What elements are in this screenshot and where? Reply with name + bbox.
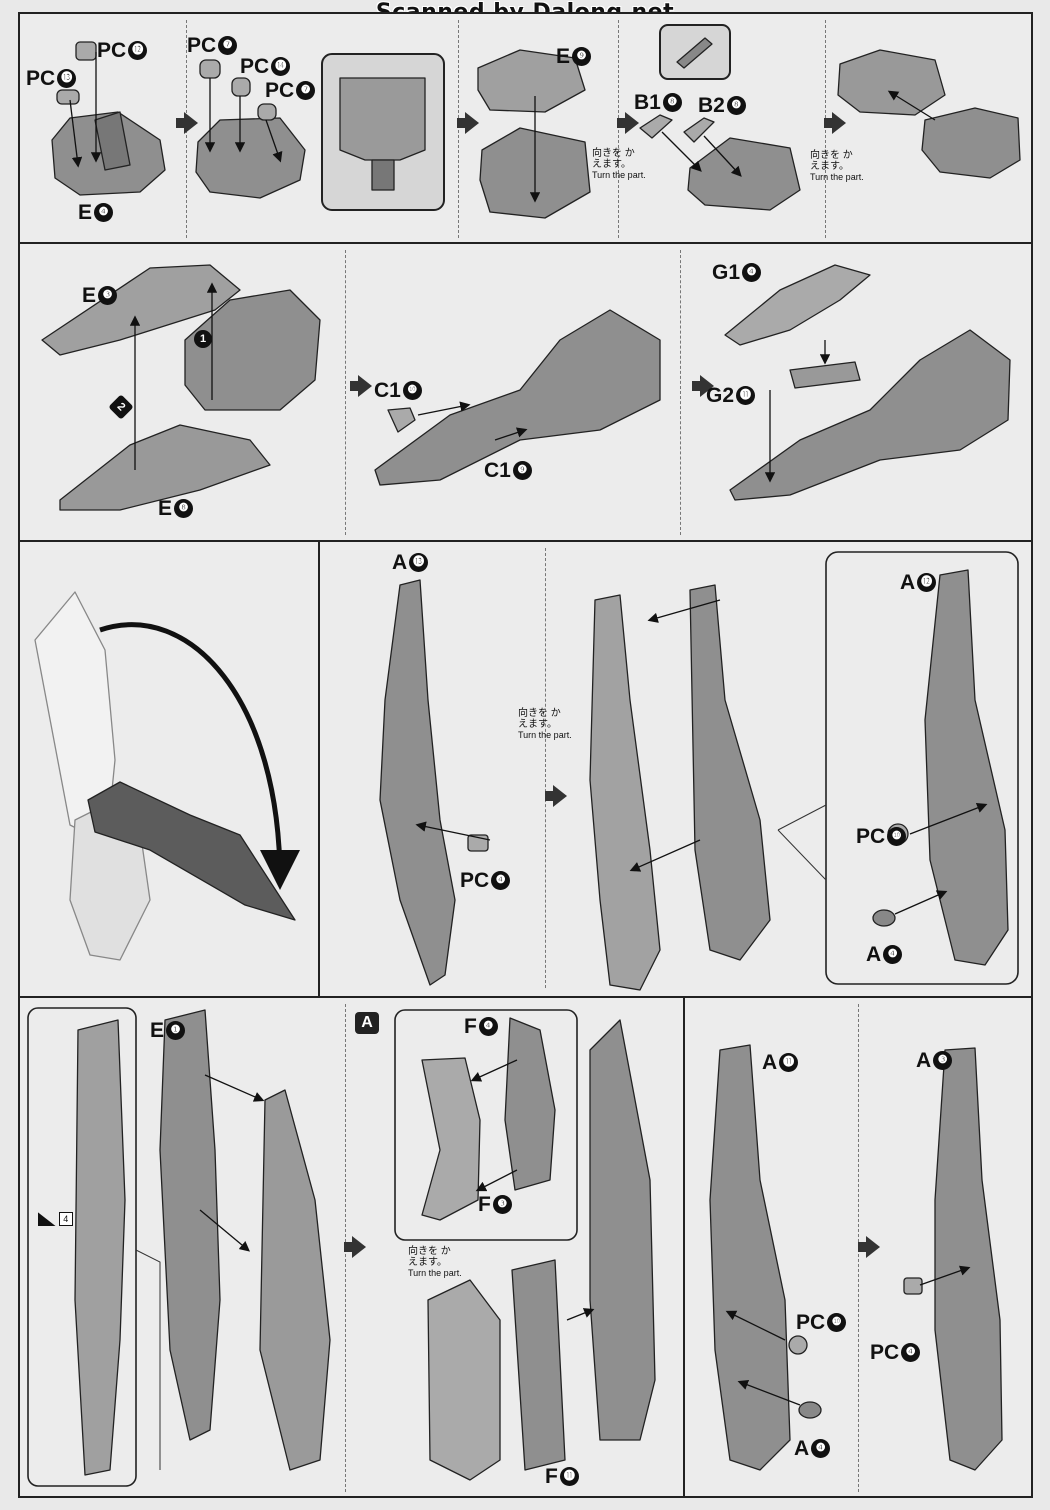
step-arrow <box>692 375 714 397</box>
step-arrow <box>176 112 198 134</box>
step-number-1: 1 <box>194 330 212 348</box>
part-c1-assembly <box>374 309 661 486</box>
turn-note: 向きを かえます。Turn the part. <box>518 708 572 740</box>
divider <box>345 250 346 535</box>
part-e3 <box>41 264 241 356</box>
part-frame-pc <box>195 117 306 199</box>
part-a13 <box>379 579 456 986</box>
divider <box>545 548 546 988</box>
part-rotate-ghost <box>34 591 116 836</box>
turn-note: 向きを かえます。Turn the part. <box>810 150 864 182</box>
subassembly-badge-a: A <box>355 1012 379 1034</box>
step-arrow <box>824 112 846 134</box>
detail-view-frame <box>27 1007 137 1487</box>
divider <box>618 20 619 238</box>
divider <box>680 250 681 535</box>
turn-note: 向きを かえます。Turn the part. <box>408 1246 462 1278</box>
part-rotate-dark <box>87 781 296 921</box>
part-g1-4 <box>724 264 871 346</box>
detail-view-frame <box>825 551 1019 985</box>
part-e9 <box>477 49 586 113</box>
divider <box>458 20 459 238</box>
step-arrow <box>545 785 567 807</box>
step-arrow <box>350 375 372 397</box>
divider <box>825 20 826 238</box>
decal-icon <box>38 1212 56 1227</box>
step-arrow <box>457 112 479 134</box>
part-assembly-r1 <box>837 49 946 116</box>
turn-note: 向きを かえます。Turn the part. <box>592 148 646 180</box>
part-f-assembly <box>427 1279 501 1481</box>
part-e1-decal <box>74 1019 126 1476</box>
step-arrow <box>344 1236 366 1258</box>
decal-marker: 4 <box>38 1212 73 1227</box>
part-a3 <box>934 1047 1003 1471</box>
step-arrow <box>858 1236 880 1258</box>
step-arrow <box>617 112 639 134</box>
part-a11 <box>709 1044 791 1471</box>
detail-view-frame <box>394 1009 578 1241</box>
